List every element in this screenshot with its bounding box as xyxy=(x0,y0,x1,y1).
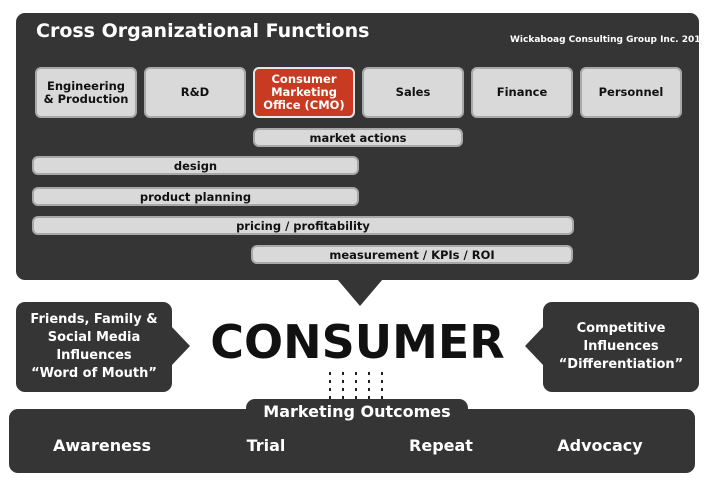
left-pointer-arrow xyxy=(171,326,190,366)
top-pointer-arrow xyxy=(337,279,383,306)
function-product-planning: product planning xyxy=(32,187,359,206)
left-influence-line: “Word of Mouth” xyxy=(31,366,157,381)
right-influence-line: Competitive xyxy=(576,321,666,336)
department-rnd: R&D xyxy=(144,67,246,118)
right-influence-box: Competitive Influences “Differentiation” xyxy=(543,302,699,392)
function-measurement: measurement / KPIs / ROI xyxy=(251,245,573,264)
right-influence-line: “Differentiation” xyxy=(558,357,684,372)
department-engineering: Engineering & Production xyxy=(35,67,137,118)
function-pricing: pricing / profitability xyxy=(32,216,574,235)
right-influence-line: Influences xyxy=(583,339,659,354)
outcomes-title: Marketing Outcomes xyxy=(263,402,451,421)
outcome-trial: Trial xyxy=(246,436,286,455)
panel-title: Cross Organizational Functions xyxy=(36,20,370,42)
department-personnel: Personnel xyxy=(580,67,682,118)
department-finance: Finance xyxy=(471,67,573,118)
department-sales: Sales xyxy=(362,67,464,118)
dotted-connectors xyxy=(329,372,383,399)
function-design: design xyxy=(32,156,359,175)
left-influence-line: Social Media xyxy=(47,330,141,345)
credit-text: Wickaboag Consulting Group Inc. 2014 xyxy=(510,35,707,45)
left-influence-box: Friends, Family & Social Media Influence… xyxy=(16,302,172,392)
function-market-actions: market actions xyxy=(253,128,463,147)
outcome-advocacy: Advocacy xyxy=(557,436,643,455)
left-influence-line: Influences xyxy=(56,348,132,363)
department-cmo: Consumer Marketing Office (CMO) xyxy=(253,67,355,118)
consumer-label: CONSUMER xyxy=(210,315,505,369)
outcome-repeat: Repeat xyxy=(409,436,473,455)
right-pointer-arrow xyxy=(525,326,544,366)
outcomes-title-tab xyxy=(246,399,468,429)
left-influence-line: Friends, Family & xyxy=(30,312,158,327)
outcome-awareness: Awareness xyxy=(53,436,151,455)
